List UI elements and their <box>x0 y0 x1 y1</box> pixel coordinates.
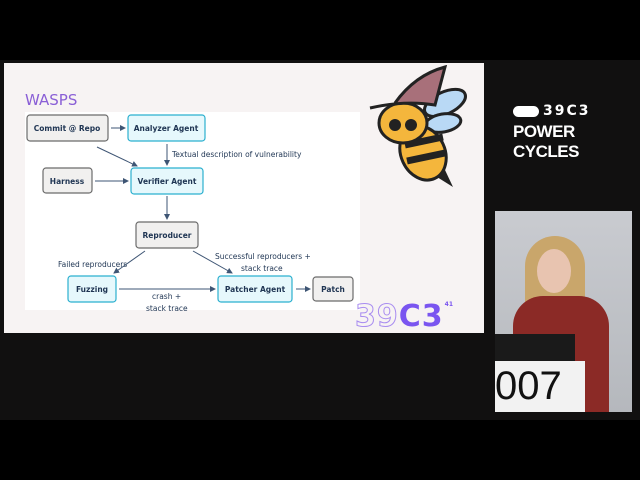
event-branding: 39C3 POWER CYCLES <box>513 103 640 162</box>
node-analyzer: Analyzer Agent <box>127 114 206 142</box>
svg-text:Patch: Patch <box>321 285 345 294</box>
brand-logo-text: 39C3 <box>543 103 591 119</box>
svg-text:Fuzzing: Fuzzing <box>76 285 108 294</box>
edge-label-successful-2: stack trace <box>241 264 283 273</box>
node-patch: Patch <box>312 276 354 302</box>
svg-text:Analyzer Agent: Analyzer Agent <box>134 124 199 133</box>
podium-sign: 007 <box>495 361 585 412</box>
edge-label-successful: Successful reproducers + <box>215 252 311 261</box>
wizard-bee-mascot-icon <box>369 65 467 187</box>
svg-text:Commit @ Repo: Commit @ Repo <box>34 124 101 133</box>
svg-text:Harness: Harness <box>50 177 85 186</box>
toggle-logo-icon <box>513 105 539 117</box>
edge-label-crash: crash + <box>152 292 181 301</box>
svg-text:Reproducer: Reproducer <box>142 231 191 240</box>
edge-label-failed: Failed reproducers <box>58 260 127 269</box>
node-commit: Commit @ Repo <box>26 114 109 142</box>
slide-page-number: 41 <box>444 301 453 308</box>
node-verifier: Verifier Agent <box>130 167 204 195</box>
edge-label-crash-2: stack trace <box>146 304 188 313</box>
node-fuzzing: Fuzzing <box>67 275 117 303</box>
node-patcher: Patcher Agent <box>217 275 293 303</box>
node-reproducer: Reproducer <box>135 221 199 249</box>
speaker-camera-feed: 007 <box>495 211 632 412</box>
edge-label-textual: Textual description of vulnerability <box>171 150 302 159</box>
svg-text:Patcher Agent: Patcher Agent <box>225 285 286 294</box>
slide-title: WASPS <box>25 91 78 109</box>
workflow-diagram: Commit @ Repo Analyzer Agent Harness Ver… <box>25 112 360 313</box>
svg-text:Verifier Agent: Verifier Agent <box>138 177 197 186</box>
node-harness: Harness <box>42 167 93 194</box>
39c3-slide-logo: 39C341 <box>355 299 453 334</box>
brand-subtitle: POWER CYCLES <box>513 122 579 161</box>
